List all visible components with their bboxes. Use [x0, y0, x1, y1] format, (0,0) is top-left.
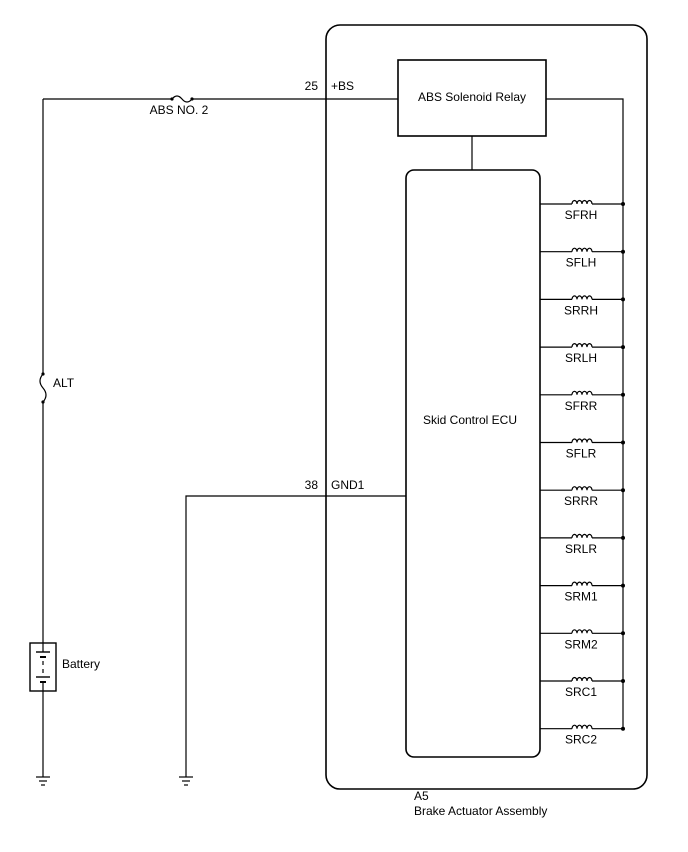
solenoid-label: SRLR [565, 542, 597, 556]
fuse-alt-label: ALT [53, 376, 75, 390]
relay-output-rail [546, 98, 624, 729]
solenoid-row: SFRR [540, 390, 625, 413]
solenoid-label: SRM2 [564, 637, 598, 651]
junction-dot [621, 583, 625, 588]
solenoid-label: SRRR [564, 494, 598, 508]
alt-fuse-symbol [39, 373, 47, 403]
solenoid-label: SRRH [564, 303, 598, 317]
skid-control-ecu [405, 169, 541, 758]
solenoid-label: SFLH [566, 256, 597, 270]
ground-symbol-gnd1 [179, 776, 193, 786]
pin-bs-number: 25 [305, 79, 319, 93]
junction-dot [621, 440, 625, 445]
solenoid-row: SRRR [540, 486, 625, 508]
solenoid-label: SFRR [565, 399, 598, 413]
pin-gnd-name: GND1 [331, 478, 365, 492]
junction-dot [621, 679, 625, 683]
assembly-name: Brake Actuator Assembly [414, 804, 547, 818]
solenoid-label: SRC2 [565, 733, 597, 747]
solenoid-row: SRLR [540, 533, 625, 556]
solenoid-coil-icon [571, 629, 593, 634]
solenoid-coil-icon [571, 581, 593, 586]
fuse-terminal-dot [41, 400, 45, 404]
solenoid-coil-icon [571, 343, 593, 348]
solenoid-label: SRM1 [564, 590, 598, 604]
solenoid-coil-icon [571, 438, 593, 443]
solenoid-coil-icon [571, 486, 593, 491]
solenoid-coil-icon [571, 247, 593, 252]
solenoid-label: SFLR [566, 447, 597, 461]
fuse-terminal-dot [170, 97, 174, 101]
junction-dot [621, 631, 625, 636]
solenoid-row: SRRH [540, 295, 625, 317]
solenoid-coil-icon [571, 390, 593, 395]
solenoid-row: SRM1 [540, 581, 625, 604]
solenoid-label: SFRH [565, 208, 598, 222]
junction-dot [621, 345, 625, 350]
solenoid-row: SFLH [540, 247, 625, 270]
pin-gnd-number: 38 [305, 478, 319, 492]
solenoid-row: SRC1 [540, 676, 625, 699]
solenoid-row: SFLR [540, 438, 625, 461]
battery-label: Battery [62, 657, 100, 671]
junction-dot [621, 488, 625, 493]
ground-symbol-battery [36, 776, 50, 786]
junction-dot [621, 249, 625, 254]
abs-no2-fuse-symbol [171, 95, 193, 103]
solenoid-row: SFRH [540, 199, 625, 222]
assembly-code: A5 [414, 789, 429, 803]
fuse-abs-no2-label: ABS NO. 2 [150, 103, 209, 117]
junction-dot [621, 726, 625, 731]
solenoid-rows: SFRH SFLH SRRH SRLH SFRR SFLR SRRR SRLR SRM1SRM2… [540, 199, 625, 747]
solenoid-coil-icon [571, 295, 593, 300]
solenoid-row: SRC2 [540, 724, 625, 747]
pin-bs-name: +BS [331, 79, 354, 93]
solenoid-row: SRM2 [540, 629, 625, 651]
junction-dot [621, 535, 625, 540]
solenoid-label: SRLH [565, 351, 597, 365]
solenoid-row: SRLH [540, 343, 625, 365]
junction-dot [621, 392, 625, 397]
solenoid-coil-icon [571, 199, 593, 205]
abs-solenoid-relay [397, 59, 547, 137]
solenoid-coil-icon [571, 533, 593, 538]
ecu-label: Skid Control ECU [423, 413, 517, 427]
solenoid-coil-icon [571, 676, 593, 682]
solenoid-label: SRC1 [565, 685, 597, 699]
solenoid-coil-icon [571, 724, 593, 729]
relay-label: ABS Solenoid Relay [418, 90, 526, 104]
junction-dot [621, 297, 625, 302]
junction-dot [621, 202, 625, 206]
gnd1-wire [185, 495, 406, 777]
